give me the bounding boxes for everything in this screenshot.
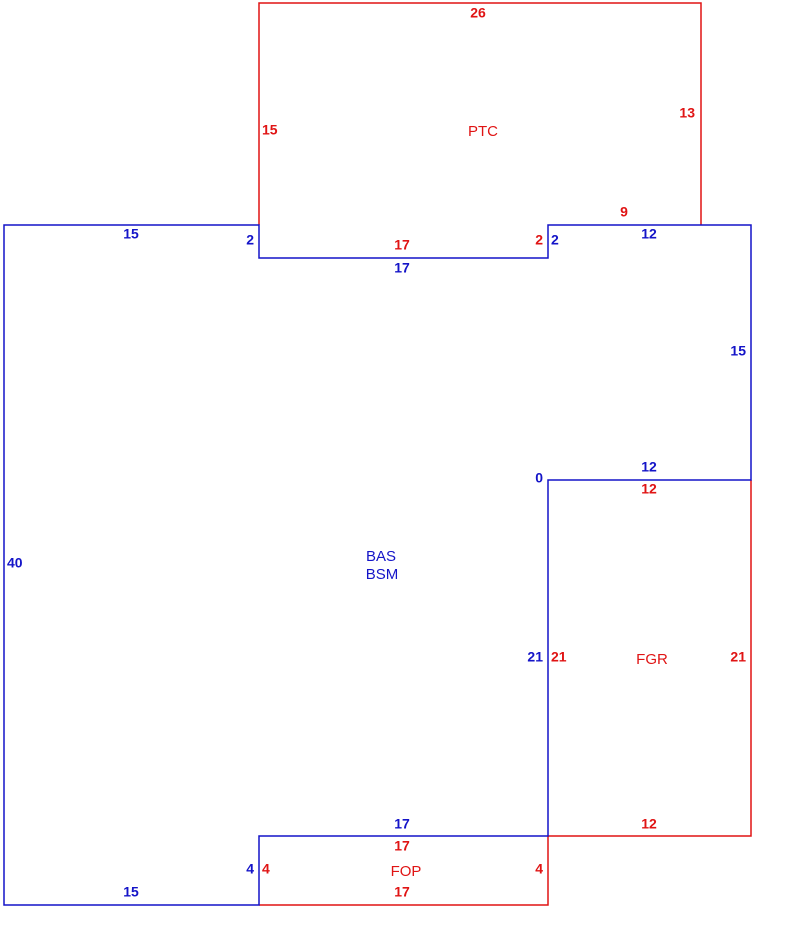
dim-fop-right: 4 (535, 861, 543, 877)
garage-fgr-outline (548, 480, 752, 837)
porch-ptc-outline (258, 2, 702, 225)
dim-main-left-side: 40 (7, 555, 23, 571)
dim-main-notch-bottom: 17 (394, 260, 410, 276)
dim-ptc-top: 26 (470, 5, 486, 21)
dim-ptc-left: 15 (262, 122, 278, 138)
dim-main-step-right: 2 (551, 232, 559, 248)
dim-fop-left: 4 (262, 861, 270, 877)
area-label-ptc: PTC (468, 123, 498, 140)
dim-main-corner-zero: 0 (535, 470, 543, 486)
area-label-fgr: FGR (636, 651, 668, 668)
dim-fgr-right: 21 (730, 649, 746, 665)
area-label-bas: BAS (366, 548, 396, 565)
dim-fop-bottom: 17 (394, 884, 410, 900)
dim-fgr-top: 12 (641, 481, 657, 497)
dim-ptc-right: 13 (679, 105, 695, 121)
dim-main-right-upper: 15 (730, 343, 746, 359)
dim-fgr-bottom: 12 (641, 816, 657, 832)
dim-main-top-right: 12 (641, 226, 657, 242)
dim-fgr-left: 21 (551, 649, 567, 665)
area-label-bsm: BSM (366, 566, 399, 583)
main-building-outline (3, 224, 752, 906)
dim-main-right-lower: 21 (527, 649, 543, 665)
dim-ptc-right-bottom: 9 (620, 204, 628, 220)
dim-main-porch-left: 4 (246, 861, 254, 877)
dim-ptc-step: 2 (535, 232, 543, 248)
dim-ptc-bottom: 17 (394, 237, 410, 253)
dim-main-step-left: 2 (246, 232, 254, 248)
area-label-fop: FOP (391, 863, 422, 880)
dim-main-bottom-left: 15 (123, 884, 139, 900)
dim-main-top-left: 15 (123, 226, 139, 242)
front-porch-fop-outline (259, 836, 549, 906)
dim-main-garage-top: 12 (641, 459, 657, 475)
dim-main-porch-top: 17 (394, 816, 410, 832)
dim-fop-top: 17 (394, 838, 410, 854)
